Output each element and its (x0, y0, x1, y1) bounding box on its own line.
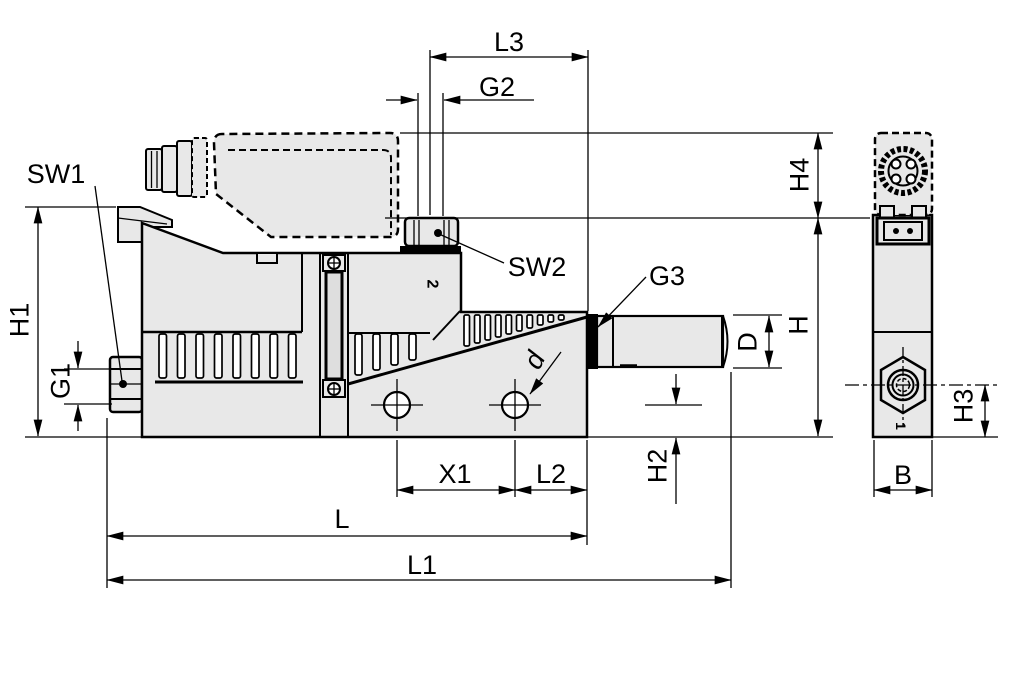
dimension-labels: L3 G2 SW1 SW2 G3 H1 G1 H4 H D H2 H3 X1 L… (4, 27, 978, 580)
mounting-clamp-strip (319, 253, 349, 437)
leader-dot-sw1 (119, 380, 127, 388)
plug-pin (905, 158, 917, 170)
top-port-hex-nut (400, 216, 461, 254)
front-view: 2 (108, 131, 729, 439)
dim-label-h3: H3 (948, 389, 978, 424)
top-notch (256, 252, 278, 264)
dim-label-x1: X1 (438, 459, 471, 489)
side-view-connector (873, 131, 934, 217)
exhaust-cylinder (586, 314, 729, 369)
silencer-fins-left (142, 253, 303, 384)
connector-housing-inner-line (228, 149, 392, 235)
dim-label-g2: G2 (479, 72, 515, 102)
dim-label-l2: L2 (536, 459, 566, 489)
cable-gland (145, 137, 208, 198)
plug-pin (890, 158, 902, 170)
connector-housing-outline (212, 131, 400, 239)
leader-lines (94, 185, 647, 395)
port-1-marking: 1 (893, 422, 909, 430)
dim-label-h1: H1 (4, 303, 34, 338)
leader-dot-sw2 (434, 229, 442, 237)
dim-label-g3: G3 (649, 261, 685, 291)
side-view: 1 (871, 131, 934, 439)
screw-top (327, 256, 341, 270)
dim-label-sw1: SW1 (27, 159, 86, 189)
dim-label-d-big: D (732, 332, 762, 352)
dim-label-h4: H4 (784, 158, 814, 193)
dim-label-l3: L3 (494, 27, 524, 57)
side-view-receptacle (875, 205, 931, 246)
mounting-holes (371, 379, 541, 431)
dim-label-h2: H2 (642, 449, 672, 484)
dim-label-g1: G1 (45, 363, 75, 399)
dim-label-b: B (894, 460, 912, 490)
dim-label-h: H (783, 315, 813, 335)
extension-lines (25, 50, 998, 588)
sloped-thread-section (347, 310, 588, 386)
port-2-marking: 2 (423, 280, 440, 289)
screw-bottom (327, 382, 341, 396)
dimension-lines (33, 52, 990, 585)
dim-label-l1: L1 (407, 550, 437, 580)
cable-connector-dashed-outline (145, 131, 400, 239)
dim-label-sw2: SW2 (508, 252, 567, 282)
dim-label-l: L (334, 504, 349, 534)
plug-pin (905, 173, 917, 185)
plug-pin (890, 173, 902, 185)
